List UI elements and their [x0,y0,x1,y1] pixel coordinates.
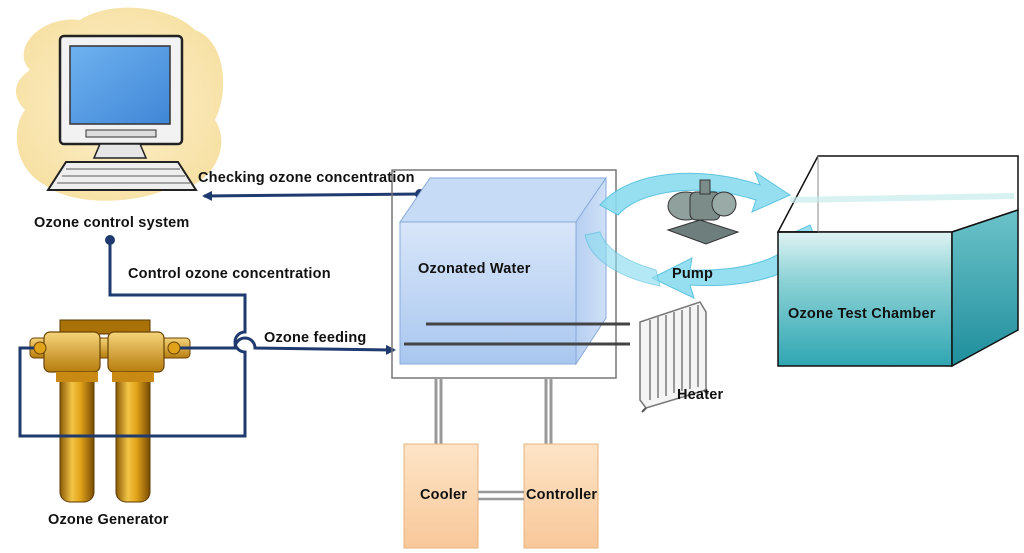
connection-lines [18,190,421,438]
checking-line [202,190,421,201]
chamber-front [777,231,953,367]
tank-frame [391,169,617,379]
cooler-label: Cooler [420,487,468,503]
pump-label: Pump [672,266,714,282]
checking-concentration-label: Checking ozone concentration [198,170,415,186]
heater-label: Heater [677,387,724,403]
ozone-generator-icon [29,319,191,503]
cooler-box [403,443,479,549]
controller-box [523,443,599,549]
controller-label: Controller [526,487,598,503]
monitor-screen [69,45,171,125]
ozonated-water-tank [391,169,630,444]
heater-icon [639,301,709,413]
test-chamber-icon [776,155,1019,368]
ozone-control-system-label: Ozone control system [34,215,190,231]
pump-icon [666,179,740,245]
control-dot [105,235,115,245]
tank-front [399,221,577,365]
ozone-feeding-label: Ozone feeding [264,330,367,346]
ozone-generator-label: Ozone Generator [48,512,169,528]
computer-icon [15,7,224,201]
control-concentration-label: Control ozone concentration [128,266,331,282]
test-chamber-label: Ozone Test Chamber [788,306,936,322]
feeding-line [180,336,396,355]
ozonated-water-label: Ozonated Water [418,261,531,277]
